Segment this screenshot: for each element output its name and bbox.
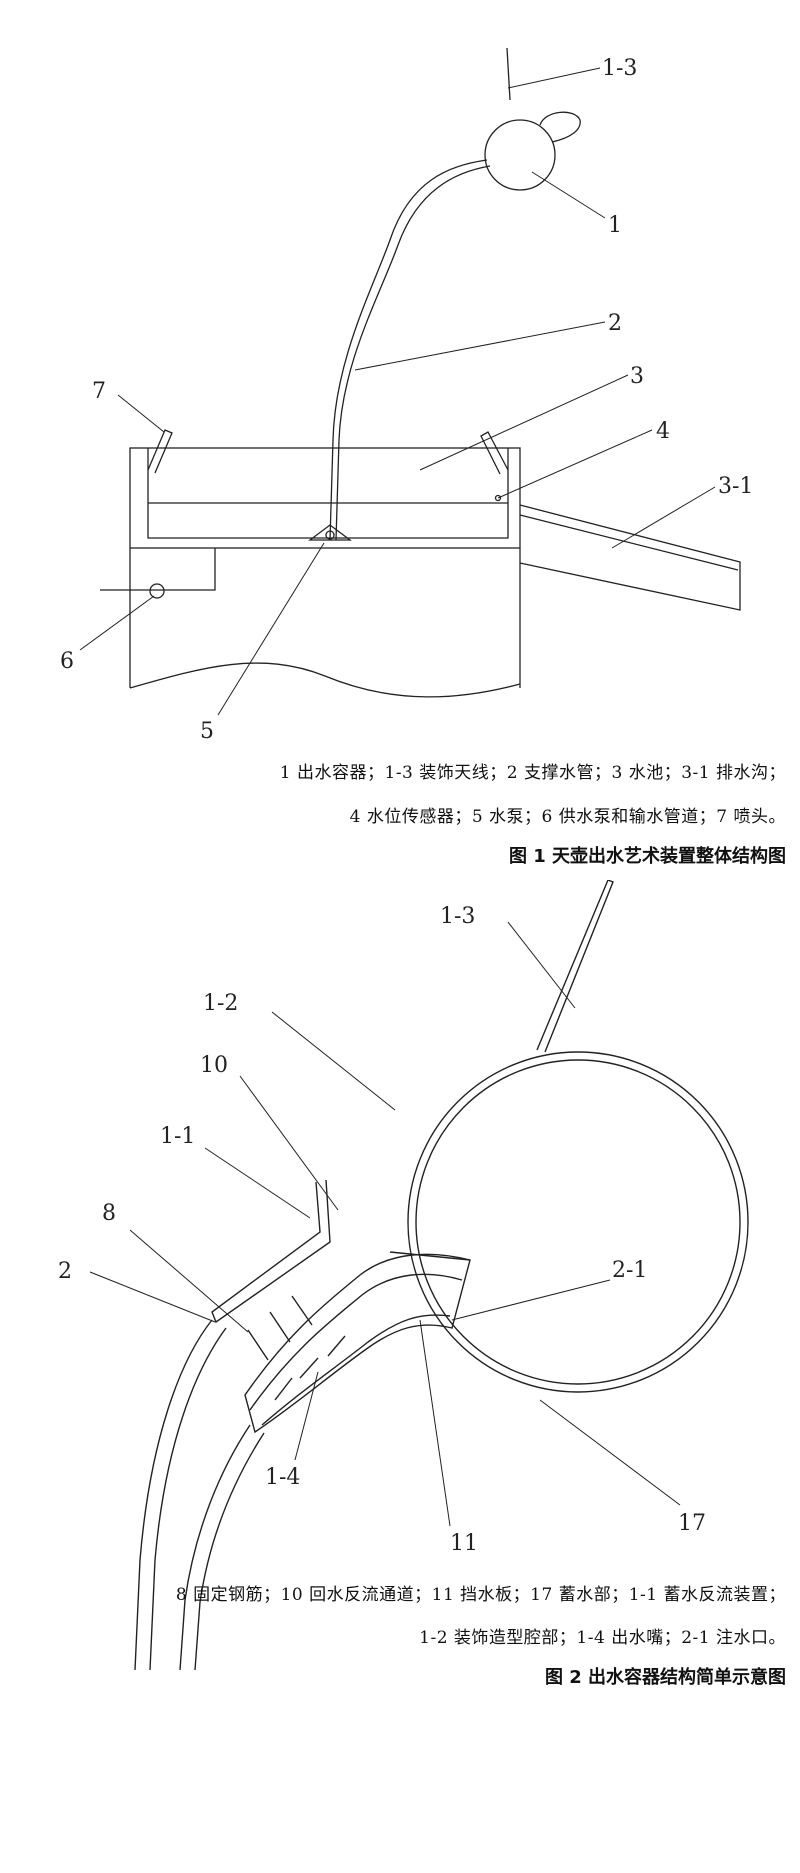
water-pump-axle xyxy=(325,530,335,540)
figure-2: 1-3 1-2 10 1-1 8 2-1 2 1-4 11 17 8 固定钢筋；… xyxy=(0,880,800,1873)
support-pipe-inner-2 xyxy=(194,1432,265,1671)
label-1: 1 xyxy=(608,213,622,238)
leader-1 xyxy=(531,171,606,219)
backflow-channel xyxy=(211,1179,331,1324)
spout-lobe xyxy=(539,111,581,143)
label-7: 7 xyxy=(92,379,106,404)
label-8: 8 xyxy=(102,1201,116,1226)
leader-1-1 xyxy=(204,1147,311,1219)
leader-2-1 xyxy=(451,1279,611,1321)
leader-10 xyxy=(239,1075,339,1211)
figure-2-legend-line-2: 1-2 装饰造型腔部；1-4 出水嘴；2-1 注水口。 xyxy=(419,1628,786,1648)
drainage-ditch-inner xyxy=(519,514,739,571)
support-pipe-inner xyxy=(179,1424,251,1671)
supply-pump xyxy=(149,583,165,599)
spout-inner-line xyxy=(249,1273,463,1411)
rebar-6 xyxy=(327,1335,346,1357)
water-level-sensor xyxy=(494,494,502,502)
leader-6 xyxy=(79,595,155,651)
leader-1-3 xyxy=(507,67,601,89)
figure-2-drawing: 1-3 1-2 10 1-1 8 2-1 2 1-4 11 17 xyxy=(58,880,749,1671)
spout-lower-inner-line xyxy=(261,1314,451,1426)
leader-4 xyxy=(497,429,653,499)
leader-8 xyxy=(129,1229,249,1333)
leader-1-3 xyxy=(507,921,576,1009)
label-1-1: 1-1 xyxy=(160,1124,195,1149)
figure-1-drawing: 1-3 1 2 3 4 3-1 5 6 7 xyxy=(60,47,753,744)
figure-2-title: 图 2 出水容器结构简单示意图 xyxy=(544,1667,786,1688)
support-pipe-left-edge xyxy=(329,159,488,541)
label-3-1: 3-1 xyxy=(718,474,753,499)
leader-7 xyxy=(117,394,165,433)
base-wavy-bottom xyxy=(129,662,521,698)
water-pump xyxy=(308,524,352,541)
leader-2 xyxy=(89,1271,216,1323)
leader-1-4 xyxy=(294,1371,319,1461)
decorative-antenna xyxy=(536,880,614,1053)
label-4: 4 xyxy=(656,419,670,444)
leader-5 xyxy=(217,542,325,716)
support-pipe-right-edge xyxy=(335,165,491,541)
label-6: 6 xyxy=(60,649,74,674)
drainage-ditch xyxy=(519,504,741,611)
label-2: 2 xyxy=(58,1259,72,1284)
label-17: 17 xyxy=(678,1511,706,1536)
leader-2 xyxy=(354,321,606,371)
water-container-ball xyxy=(484,119,556,191)
label-3: 3 xyxy=(630,364,644,389)
leader-3 xyxy=(419,374,629,471)
leader-11 xyxy=(419,1319,451,1527)
support-pipe-middle xyxy=(149,1327,227,1671)
supply-pump-compartment xyxy=(100,548,216,591)
pool-inner-wall xyxy=(147,448,509,539)
cavity-inner-wall xyxy=(415,1059,741,1385)
figure-1-legend-line-1: 1 出水容器；1-3 装饰天线；2 支撑水管；3 水池；3-1 排水沟； xyxy=(279,763,786,783)
leader-3-1 xyxy=(611,486,716,549)
figure-1: 1-3 1 2 3 4 3-1 5 6 7 1 出水容器；1-3 装饰天线；2 … xyxy=(0,0,800,783)
rebar-4 xyxy=(274,1377,293,1401)
label-1-4: 1-4 xyxy=(265,1465,300,1490)
nozzle-right xyxy=(480,431,509,475)
nozzle-left xyxy=(147,429,173,474)
label-1-3: 1-3 xyxy=(602,56,637,81)
support-pipe-outer xyxy=(134,1319,213,1671)
decorative-antenna xyxy=(506,47,511,101)
figure-1-title: 图 1 天壶出水艺术装置整体结构图 xyxy=(508,846,786,867)
label-1-3: 1-3 xyxy=(440,904,475,929)
rebar-5 xyxy=(299,1357,319,1379)
rebar-3 xyxy=(291,1295,313,1326)
leader-17 xyxy=(539,1399,681,1506)
leader-1-2 xyxy=(271,1011,396,1111)
figure-1-legend-line-2: 4 水位传感器；5 水泵；6 供水泵和输水管道；7 喷头。 xyxy=(349,807,786,827)
label-5: 5 xyxy=(200,719,214,744)
cavity-outer-wall xyxy=(407,1051,749,1393)
baffle-11 xyxy=(389,1251,471,1261)
label-11: 11 xyxy=(450,1531,478,1556)
rebar-1 xyxy=(247,1329,269,1361)
label-2-1: 2-1 xyxy=(612,1258,647,1283)
water-spout-1-4 xyxy=(244,1253,471,1434)
label-2: 2 xyxy=(608,311,622,336)
figure-2-legend-line-1: 8 固定钢筋；10 回水反流通道；11 挡水板；17 蓄水部；1-1 蓄水反流装… xyxy=(175,1585,786,1605)
label-10: 10 xyxy=(200,1053,228,1078)
rebar-2 xyxy=(269,1311,291,1343)
label-1-2: 1-2 xyxy=(203,991,238,1016)
pool-outer-wall xyxy=(129,447,521,549)
